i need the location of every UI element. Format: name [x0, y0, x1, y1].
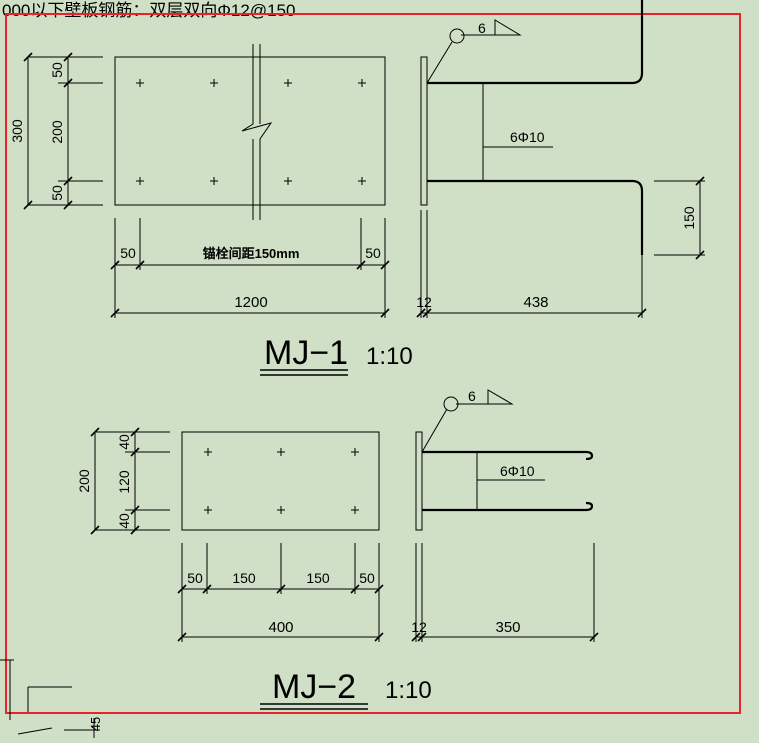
- mj1-plate-elevation: [114, 44, 386, 220]
- mj1-side-section: [416, 0, 705, 318]
- selection-frame[interactable]: [5, 13, 741, 714]
- mj1-dim-edge-bottom: 50: [49, 185, 65, 201]
- mj1-scale: 1:10: [366, 343, 413, 370]
- mj1-dim-edge-left: 50: [120, 245, 136, 261]
- mj1-dim-hook: 150: [681, 206, 697, 230]
- mj2-dim-edge-bottom: 40: [116, 513, 132, 529]
- mj1-dim-edge-right: 50: [365, 245, 381, 261]
- mj2-scale: 1:10: [385, 677, 432, 704]
- mj1-dim-anchor-length: 438: [523, 294, 548, 311]
- mj2-plate-elevation: [181, 431, 380, 531]
- mj1-anchor-marks: [136, 79, 366, 185]
- mj1-dim-plate-thickness: 12: [416, 294, 432, 310]
- mj1-dim-edge-top: 50: [49, 62, 65, 78]
- mj1-dim-height: 300: [9, 119, 25, 143]
- mj2-dim-plate-thickness: 12: [411, 619, 427, 635]
- mj1-rebar-label: 6Φ10: [510, 129, 545, 145]
- mj1-break-line: [241, 44, 273, 220]
- mj2-dim-seg3: 150: [306, 570, 330, 586]
- mj2-anchor-marks: [204, 448, 359, 514]
- mj2-dim-height: 200: [76, 469, 92, 493]
- mj1-dim-middle: 200: [49, 120, 65, 144]
- mj2-dim-seg2: 150: [232, 570, 256, 586]
- mj2-dim-edge-top: 40: [116, 434, 132, 450]
- mj2-weld-size: 6: [468, 388, 476, 404]
- mj2-title-underline: [260, 703, 368, 710]
- mj2-left-dimensions: [90, 427, 170, 535]
- mj1-weld-size: 6: [478, 20, 486, 36]
- mj2-dim-width: 400: [268, 619, 293, 636]
- mj2-dim-seg4: 50: [359, 570, 375, 586]
- mj2-title: MJ−2: [272, 668, 356, 706]
- mj2-dim-seg1: 50: [187, 570, 203, 586]
- mj1-bottom-dimensions: [110, 218, 390, 318]
- footer-dim-fragment: 45: [88, 717, 103, 731]
- mj1-title: MJ−1: [264, 334, 348, 372]
- mj1-dim-width: 1200: [234, 294, 267, 311]
- mj1-anchor-spacing: 锚栓间距150mm: [203, 246, 300, 261]
- mj2-bottom-dimensions: [177, 543, 384, 642]
- mj2-dim-anchor-length: 350: [495, 619, 520, 636]
- mj1-title-underline: [260, 369, 348, 376]
- mj2-dim-middle: 120: [116, 470, 132, 494]
- header-note: 000以下壁板钢筋：双层双向Φ12@150: [2, 1, 295, 20]
- mj1-left-dimensions: [23, 52, 103, 210]
- mj2-side-section: [411, 389, 599, 642]
- mj2-rebar-label: 6Φ10: [500, 463, 535, 479]
- footer-fragments: [0, 659, 100, 738]
